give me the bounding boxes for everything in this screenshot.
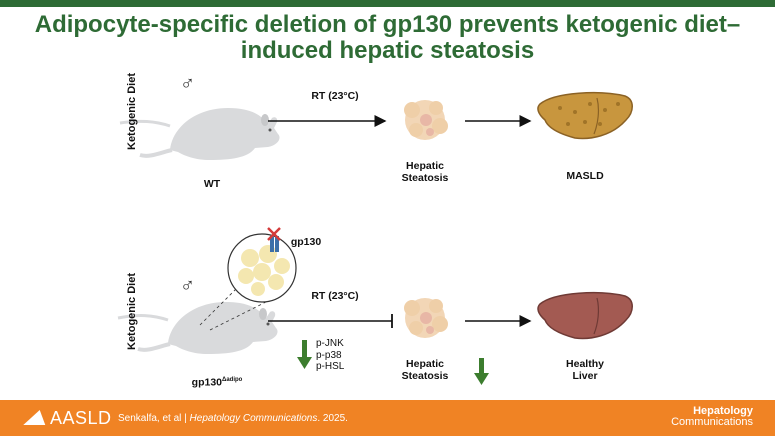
wt-mouse-illustration — [119, 108, 280, 160]
stage-label-bottom: Hepatic Steatosis — [401, 358, 449, 382]
stage-label-top: Hepatic Steatosis — [401, 160, 449, 184]
steatosis-cells-bottom — [404, 298, 448, 338]
condition-label-bottom: RT (23°C) — [311, 290, 359, 302]
aasld-logo-icon — [23, 410, 51, 425]
gp130-receptor-icon — [267, 227, 281, 252]
decrease-arrow-steatosis — [474, 358, 489, 385]
condition-label-top: RT (23°C) — [311, 90, 359, 102]
signaling-item: p-HSL — [316, 361, 345, 372]
male-symbol-bottom: ♂ — [180, 275, 195, 297]
diet-label-top: Ketogenic Diet — [126, 72, 138, 150]
citation-text: Senkalfa, et al | Hepatology Communicati… — [118, 413, 348, 424]
zoom-line-right — [209, 299, 271, 331]
healthy-liver-icon — [537, 292, 633, 340]
signaling-list: p-JNK p-p38 p-HSL — [316, 338, 344, 373]
decrease-arrow-signaling — [297, 340, 312, 369]
diet-label-bottom: Ketogenic Diet — [126, 272, 138, 350]
mouse-label-knockout: gp130Δadipo — [191, 376, 243, 389]
top-accent-bar — [0, 0, 775, 7]
steatosis-cells-top — [404, 100, 448, 140]
mouse-label-wt: WT — [203, 178, 221, 190]
mouse-label-superscript: Δadipo — [222, 377, 243, 383]
signaling-item: p-p38 — [316, 349, 342, 361]
outcome-label-masld: MASLD — [566, 170, 604, 182]
page-title: Adipocyte-specific deletion of gp130 pre… — [34, 11, 741, 64]
male-symbol-top: ♂ — [180, 73, 195, 95]
receptor-label: gp130 — [290, 236, 322, 248]
gp130-knockout-mouse-illustration — [117, 302, 278, 354]
signaling-item: p-JNK — [316, 338, 344, 349]
outcome-label-healthy: Healthy Liver — [566, 358, 604, 382]
aasld-logo: AASLD — [23, 409, 112, 427]
fatty-liver-icon — [537, 92, 633, 140]
footer-bar: AASLD Senkalfa, et al | Hepatology Commu… — [0, 400, 775, 436]
